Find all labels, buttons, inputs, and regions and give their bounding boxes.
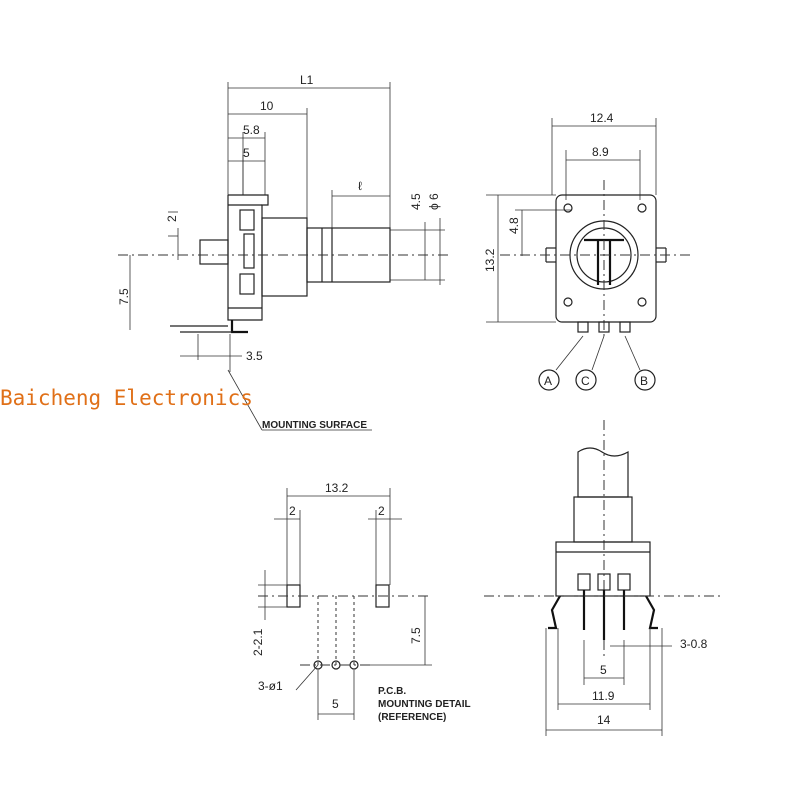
pin-b-label: B: [640, 374, 648, 388]
pcb-dim-2-left: 2: [289, 504, 296, 518]
pin-a-circle: [538, 369, 560, 391]
encoder-body: [555, 194, 657, 323]
pcb-dim-5: 5: [332, 697, 339, 711]
dim-13-2: 13.2: [483, 248, 497, 272]
dim-10: 10: [260, 99, 274, 113]
bottom-view: 3-0.8 5 11.9 14: [484, 420, 724, 736]
dim-4-8: 4.8: [507, 217, 521, 234]
pin-c-label: C: [581, 374, 590, 388]
dim-4-5: 4.5: [409, 193, 423, 210]
dim-phi-6: ϕ 6: [427, 193, 441, 210]
pin-b-circle: [634, 369, 656, 391]
pin-a-label: A: [544, 374, 552, 388]
mounting-surface-label: MOUNTING SURFACE: [262, 420, 367, 431]
bottom-dim-11-9: 11.9: [592, 689, 615, 703]
bottom-dim-14: 14: [597, 713, 611, 727]
watermark-text: Baicheng Electronics: [0, 386, 253, 410]
dim-7-5: 7.5: [117, 288, 131, 305]
pcb-dim-13-2: 13.2: [325, 481, 349, 495]
dim-l1: L1: [300, 73, 314, 87]
pcb-caption-line1: P.C.B.: [378, 686, 406, 697]
pcb-mounting-view: 13.2 2 2 2-2.1 7.5 3-ø1: [251, 481, 471, 723]
dim-8-9: 8.9: [592, 145, 609, 159]
dim-12-4: 12.4: [590, 111, 614, 125]
pcb-dim-holes: 3-ø1: [258, 679, 283, 693]
side-view: L1 10 5.8 5 ℓ 4.5 ϕ 6: [117, 73, 450, 431]
pin-c-circle: [575, 369, 597, 391]
dim-2: 2: [165, 215, 179, 222]
pcb-caption-line3: (REFERENCE): [378, 712, 446, 723]
dim-5: 5: [243, 146, 250, 160]
pcb-caption-line2: MOUNTING DETAIL: [378, 699, 471, 710]
dim-5-8: 5.8: [243, 123, 260, 137]
front-view: 12.4 8.9 13.2 4.8: [483, 111, 690, 391]
dim-3-5: 3.5: [246, 349, 263, 363]
bottom-dim-5: 5: [600, 663, 607, 677]
dim-l: ℓ: [358, 179, 362, 193]
bottom-dim-3-0-8: 3-0.8: [680, 637, 708, 651]
pcb-dim-7-5: 7.5: [409, 627, 423, 644]
pcb-dim-2-2-1: 2-2.1: [251, 628, 265, 656]
pcb-dim-2-right: 2: [378, 504, 385, 518]
